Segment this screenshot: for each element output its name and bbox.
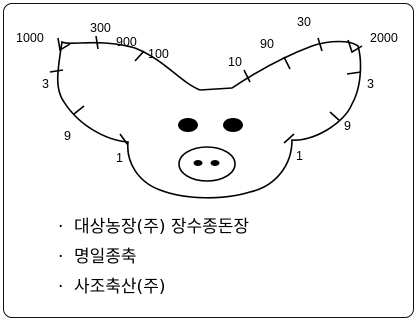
bullet: · xyxy=(58,277,64,297)
label-left-lower: 9 xyxy=(64,129,71,143)
label-right-side: 3 xyxy=(367,77,374,91)
label-right-upper-c: 10 xyxy=(228,55,242,69)
label-left-upper-b: 900 xyxy=(116,35,137,49)
right-eye xyxy=(223,118,243,132)
bullet: · xyxy=(58,217,64,237)
label-left-upper-c: 100 xyxy=(148,47,169,61)
label-right-tip: 2000 xyxy=(370,31,398,45)
farm-name: 대상농장(주) 장수종돈장 xyxy=(74,217,250,237)
snout xyxy=(178,146,236,182)
right-nostril xyxy=(210,160,220,166)
left-ear-notches xyxy=(49,35,145,146)
list-item: · 명일종축 xyxy=(58,242,249,272)
label-right-lower: 9 xyxy=(344,119,351,133)
left-nostril xyxy=(193,160,203,166)
label-right-upper-b: 90 xyxy=(260,37,274,51)
right-ear-notches xyxy=(243,37,363,144)
farm-list: · 대상농장(주) 장수종돈장 · 명일종축 · 사조축산(주) xyxy=(58,212,249,302)
label-right-upper-a: 30 xyxy=(297,15,311,29)
list-item: · 대상농장(주) 장수종돈장 xyxy=(58,212,249,242)
bullet: · xyxy=(58,247,64,267)
list-item: · 사조축산(주) xyxy=(58,272,249,302)
left-eye xyxy=(178,118,198,132)
diagram-frame xyxy=(3,3,414,318)
label-left-tip: 1000 xyxy=(16,31,44,45)
farm-name: 명일종축 xyxy=(74,247,137,267)
label-left-base: 1 xyxy=(116,151,123,165)
farm-name: 사조축산(주) xyxy=(74,277,166,297)
pig-head-outline xyxy=(56,40,362,199)
label-left-side: 3 xyxy=(42,77,49,91)
label-left-upper-a: 300 xyxy=(90,21,111,35)
label-right-base: 1 xyxy=(296,149,303,163)
